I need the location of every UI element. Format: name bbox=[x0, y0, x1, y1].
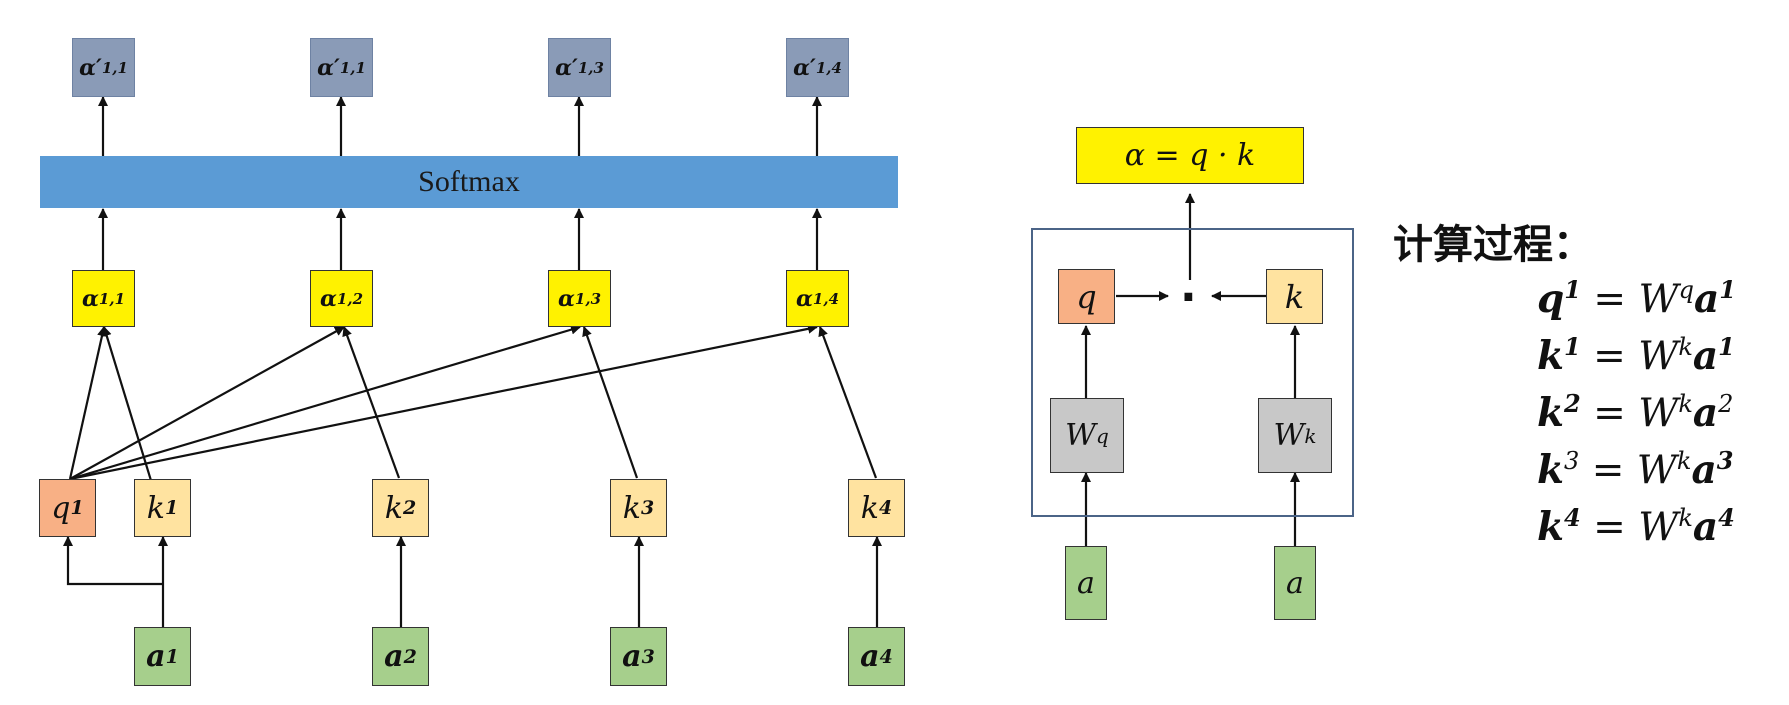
dot-product-frame bbox=[1031, 228, 1354, 517]
equation-k4: k4 = Wka4 bbox=[1537, 503, 1735, 550]
input-a-right: a bbox=[1274, 546, 1316, 620]
equation-k3: k3 = Wka3 bbox=[1537, 446, 1734, 493]
output-alpha-prime-3: α′1,3 bbox=[548, 38, 611, 97]
process-title: 计算过程： bbox=[1393, 222, 1593, 268]
output-alpha-prime-1: α′1,1 bbox=[72, 38, 135, 97]
softmax-layer: Softmax bbox=[40, 156, 898, 208]
dot-operator: · bbox=[1180, 272, 1197, 323]
output-alpha-prime-2: α′1,1 bbox=[310, 38, 373, 97]
equation-k2: k2 = Wka2 bbox=[1537, 389, 1734, 436]
equation-q1: q1 = Wqa1 bbox=[1537, 275, 1736, 322]
key-k: k bbox=[1266, 269, 1323, 324]
input-a-left: a bbox=[1065, 546, 1107, 620]
query-q: q bbox=[1058, 269, 1115, 324]
equation-k1: k1 = Wka1 bbox=[1537, 332, 1735, 379]
output-alpha-prime-4: α′1,4 bbox=[786, 38, 849, 97]
dot-product-formula: α = q · k bbox=[1076, 127, 1304, 184]
